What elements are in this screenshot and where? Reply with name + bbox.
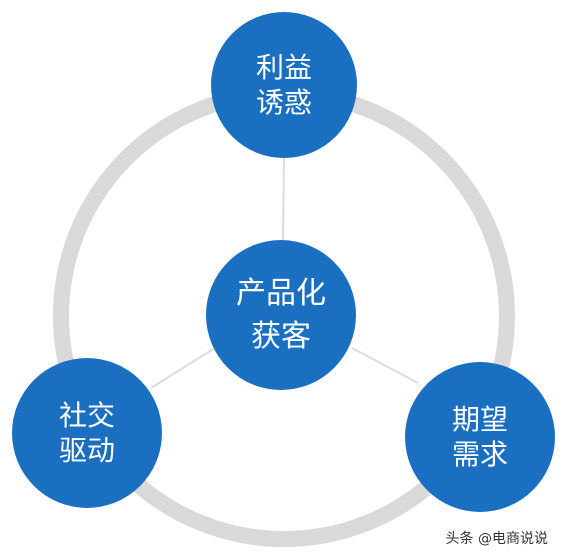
node-right-circle [405,362,555,512]
connector-left [150,345,219,389]
node-center-circle [206,240,356,390]
connector-top [282,157,285,241]
node-top-circle [211,12,357,158]
connector-right [351,347,419,384]
node-left-circle [12,358,162,508]
watermark: 头条 @电商说说 [443,528,550,548]
